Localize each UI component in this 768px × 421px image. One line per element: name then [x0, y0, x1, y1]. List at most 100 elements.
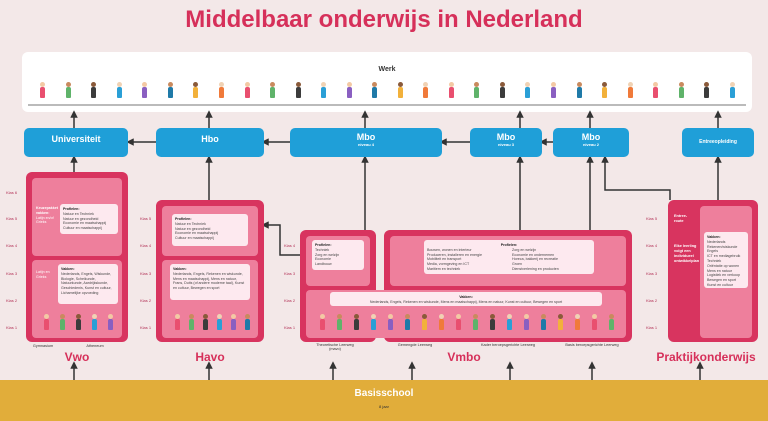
klas-3-label: Klas 3 — [6, 271, 18, 276]
person-head — [40, 82, 45, 87]
person-body — [371, 319, 376, 330]
person-figure — [320, 314, 325, 330]
person-head — [439, 314, 444, 319]
person-figure — [500, 82, 505, 98]
vmbo-bb-profielen-card: Profielen: Bouwen, wonen en interieur Pr… — [424, 240, 594, 274]
person-figure — [558, 314, 563, 330]
person-head — [422, 314, 427, 319]
vmbo-klas-4-label: Klas 4 — [284, 243, 296, 248]
vwo-profiel-item: Natuur en Techniek — [63, 211, 94, 216]
person-figure — [347, 82, 352, 98]
box-mbo4[interactable]: Mbo niveau 4 — [290, 128, 442, 157]
person-head — [525, 82, 530, 87]
vmbo-profiel-item: Media, vormgeving en ICT — [427, 262, 470, 267]
person-head — [231, 314, 236, 319]
person-head — [372, 82, 377, 87]
person-figure — [66, 82, 71, 98]
person-body — [551, 87, 556, 98]
person-head — [628, 82, 633, 87]
person-body — [577, 87, 582, 98]
praktijk-klas-5-label: Klas 5 — [646, 216, 658, 221]
person-head — [405, 314, 410, 319]
person-head — [92, 314, 97, 319]
vwo-atheneum-label: Atheneum — [86, 344, 104, 348]
person-figure — [108, 314, 113, 330]
person-body — [117, 87, 122, 98]
havo-profiel-item: Natuur en gezondheid — [175, 226, 211, 231]
havo-students — [170, 312, 254, 332]
vmbo-profiel-item: Techniek — [315, 247, 330, 252]
vwo-latijn-grieks: Latijn en Grieks — [36, 270, 50, 279]
praktijk-vak-item: Oriëntatie op wonen — [707, 263, 740, 268]
vwo-profielen-head: Profielen: — [63, 207, 80, 211]
person-figure — [321, 82, 326, 98]
havo-klas-4-label: Klas 4 — [140, 243, 152, 248]
person-figure — [372, 82, 377, 98]
person-figure — [296, 82, 301, 98]
person-body — [321, 87, 326, 98]
box-mbo2[interactable]: Mbo niveau 2 — [553, 128, 629, 157]
person-head — [270, 82, 275, 87]
person-figure — [653, 82, 658, 98]
person-figure — [730, 82, 735, 98]
vwo-keuze-detail: Latijn en/of Grieks — [36, 215, 54, 225]
box-mbo4-label: Mbo — [356, 132, 376, 142]
person-figure — [175, 314, 180, 330]
person-body — [108, 319, 113, 330]
person-figure — [219, 82, 224, 98]
person-figure — [231, 314, 236, 330]
person-body — [653, 87, 658, 98]
person-figure — [525, 82, 530, 98]
person-head — [219, 82, 224, 87]
person-figure — [398, 82, 403, 98]
havo-klas-1-label: Klas 1 — [140, 325, 152, 330]
vmbo-profiel-item: Produceren, installeren en energie — [427, 252, 482, 257]
box-mbo4-sub: niveau 4 — [357, 142, 374, 147]
praktijk-vak-item: Mens en natuur — [707, 268, 732, 273]
person-figure — [92, 314, 97, 330]
vmbo-leerweg-theoretisch-label: Theoretische Leerweg — [316, 343, 354, 347]
vmbo-students — [314, 312, 620, 332]
person-head — [245, 314, 250, 319]
vmbo-profiel-item: Landbouw — [315, 262, 332, 267]
person-head — [347, 82, 352, 87]
havo-klas-2-label: Klas 2 — [140, 298, 152, 303]
person-figure — [575, 314, 580, 330]
person-body — [347, 87, 352, 98]
person-figure — [117, 82, 122, 98]
praktijk-klas-3-label: Klas 3 — [646, 271, 658, 276]
box-mbo3[interactable]: Mbo niveau 3 — [470, 128, 542, 157]
person-body — [449, 87, 454, 98]
praktijk-vak-item: Bewegen en sport — [707, 278, 736, 283]
person-body — [602, 87, 607, 98]
vwo-keuze: Keuzepakket vakken: Latijn en/of Grieks — [36, 206, 58, 225]
person-body — [92, 319, 97, 330]
vmbo-bb-profielen-head: Profielen: — [500, 243, 518, 247]
vmbo-klas-1-label: Klas 1 — [284, 325, 296, 330]
havo-profiel-item: Cultuur en maatschappij — [175, 236, 214, 241]
box-entreeopleiding[interactable]: Entreeopleiding — [682, 128, 754, 157]
vmbo-klas-2-label: Klas 2 — [284, 298, 296, 303]
box-universiteit[interactable]: Universiteit — [24, 128, 128, 157]
person-head — [679, 82, 684, 87]
box-universiteit-label: Universiteit — [51, 134, 101, 144]
person-body — [388, 319, 393, 330]
person-body — [168, 87, 173, 98]
person-head — [203, 314, 208, 319]
box-hbo[interactable]: Hbo — [156, 128, 264, 157]
person-figure — [449, 82, 454, 98]
havo-vakken-card: Vakken: Nederlands, Engels, Rekenen en w… — [170, 264, 250, 300]
person-body — [320, 319, 325, 330]
person-head — [474, 82, 479, 87]
person-head — [337, 314, 342, 319]
person-figure — [602, 82, 607, 98]
person-head — [449, 82, 454, 87]
vmbo-tl-profielen-head: Profielen: — [315, 243, 332, 247]
person-figure — [217, 314, 222, 330]
vmbo-profiel-item: Maritiem en techniek — [427, 266, 461, 271]
person-figure — [371, 314, 376, 330]
person-figure — [524, 314, 529, 330]
person-body — [398, 87, 403, 98]
person-figure — [456, 314, 461, 330]
